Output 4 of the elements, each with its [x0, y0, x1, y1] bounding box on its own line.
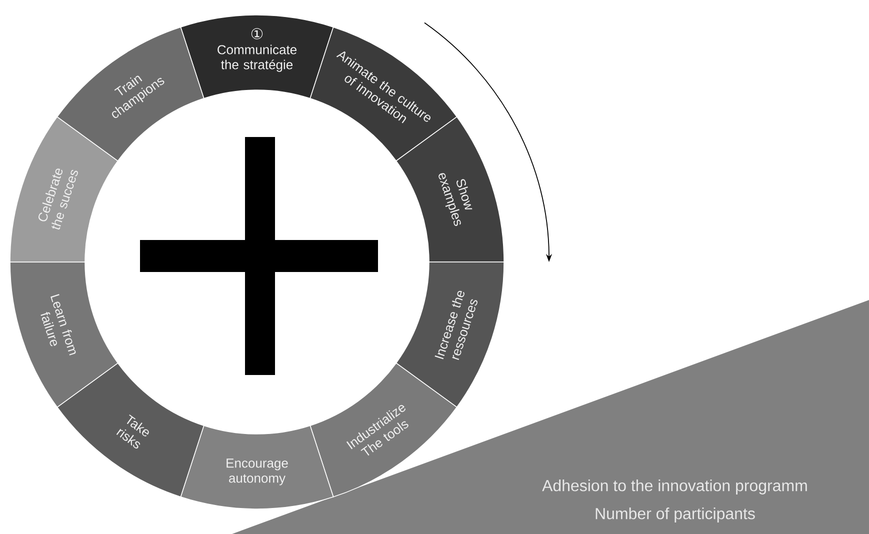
- ring-segment: ① Communicate the stratégie: [180, 14, 334, 99]
- ring-segment: Encourage autonomy: [180, 425, 334, 510]
- ring-segment: Take risks: [56, 362, 204, 498]
- ring-segment: Learn from failure: [10, 262, 118, 408]
